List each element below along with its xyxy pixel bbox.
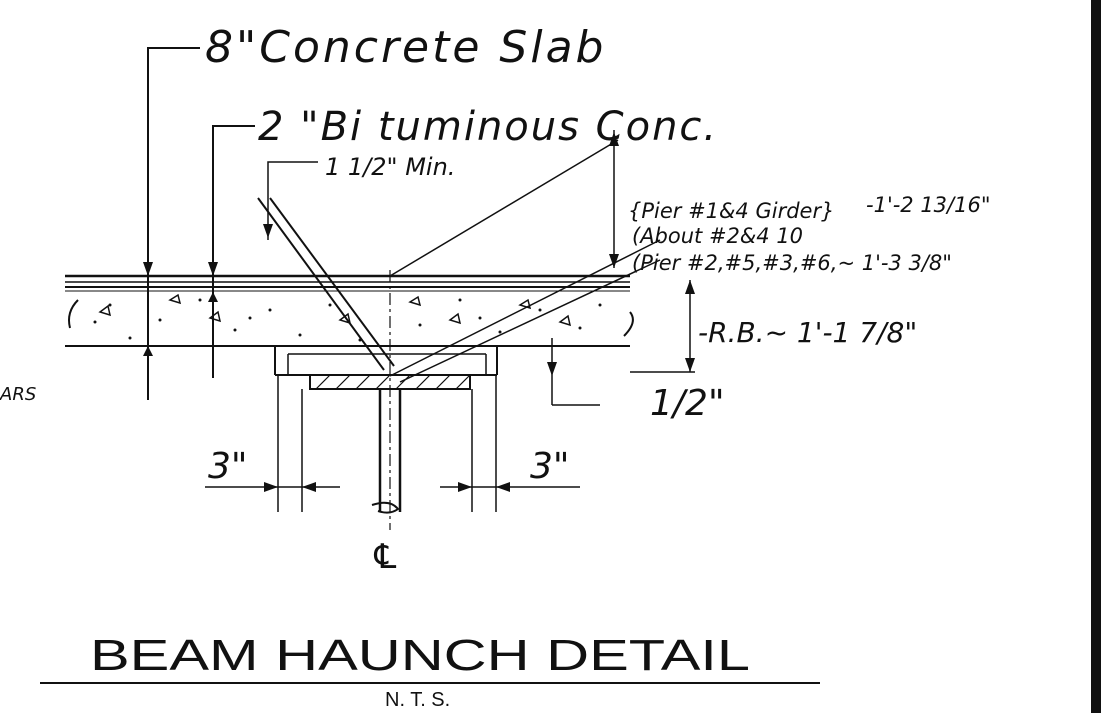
pier-2-note: (Pier #2,#5,#3,#6,~ 1'-3 3/8" bbox=[632, 251, 952, 275]
pier-dimension bbox=[609, 130, 619, 268]
rb-label: -R.B.~ 1'-1 7/8" bbox=[698, 316, 917, 349]
about-note: (About #2&4 10 bbox=[632, 224, 803, 248]
slab-leader bbox=[143, 47, 200, 400]
slab-label: 8"Concrete Slab bbox=[205, 22, 606, 73]
bituminous-leader bbox=[208, 125, 255, 378]
half-inch-label: 1/2" bbox=[650, 383, 725, 424]
beam-web bbox=[277, 375, 497, 514]
bars-label: ARS bbox=[0, 384, 36, 405]
three-inch-left-label: 3" bbox=[208, 446, 247, 487]
detail-title: BEAM HAUNCH DETAIL bbox=[90, 631, 750, 680]
three-inch-right-dimension bbox=[440, 482, 580, 492]
pier-dimension-value: -1'-2 13/16" bbox=[866, 193, 991, 217]
three-inch-left-dimension bbox=[205, 482, 340, 492]
min-label: 1 1/2" Min. bbox=[325, 153, 455, 181]
aggregate-pattern bbox=[93, 298, 602, 342]
centerline-symbol: ℄ bbox=[370, 537, 400, 577]
detail-subtitle: N. T. S. bbox=[385, 689, 450, 711]
bituminous-layer bbox=[65, 274, 630, 292]
right-border bbox=[1091, 0, 1101, 713]
three-inch-right-label: 3" bbox=[530, 446, 569, 487]
half-inch-dimension bbox=[547, 338, 600, 406]
rb-dimension bbox=[630, 280, 695, 373]
concrete-slab bbox=[65, 293, 634, 347]
bituminous-label: 2 "Bi tuminous Conc. bbox=[258, 104, 718, 150]
pier-1-note: {Pier #1&4 Girder} bbox=[628, 199, 834, 223]
